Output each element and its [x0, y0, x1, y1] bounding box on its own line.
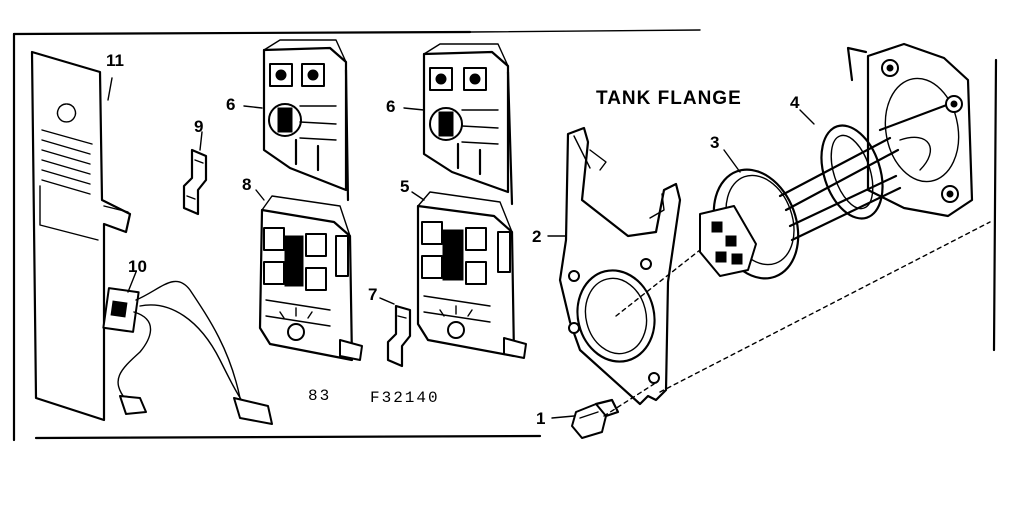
lower-thermostat-left-part [258, 195, 363, 362]
callout-11: 11 [106, 51, 124, 70]
switch-harness-part [102, 280, 273, 425]
gasket-part [558, 126, 682, 406]
frame-border [12, 29, 998, 442]
callout-7: 7 [368, 285, 377, 304]
cover-plate-part [30, 50, 132, 422]
upper-thermostat-left-part [262, 39, 350, 202]
callout-9: 9 [194, 117, 203, 136]
callout-labels: 1 2 3 4 5 6 6 7 8 9 10 11 [106, 51, 800, 428]
bolt-part [571, 398, 620, 439]
gasket-ring-part [820, 124, 884, 220]
construction-lines [603, 221, 991, 417]
tank-flange-heading: TANK FLANGE [596, 88, 742, 109]
callout-8: 8 [242, 175, 251, 194]
callout-1: 1 [536, 409, 545, 428]
callout-5: 5 [400, 177, 409, 196]
callout-10: 10 [128, 257, 147, 276]
page-code: 83 [308, 387, 331, 405]
lower-thermostat-right-part [416, 191, 527, 359]
leader-lines [107, 77, 815, 419]
callout-4: 4 [790, 93, 800, 112]
upper-thermostat-right-part [422, 43, 514, 206]
figure-code: F32140 [370, 389, 440, 407]
tank-flange-housing [846, 42, 974, 218]
callout-6-left: 6 [226, 95, 235, 114]
lower-bracket-part [386, 304, 412, 368]
callout-2: 2 [532, 227, 541, 246]
small-bracket-part [182, 148, 208, 216]
callout-3: 3 [710, 133, 719, 152]
callout-6-right: 6 [386, 97, 395, 116]
